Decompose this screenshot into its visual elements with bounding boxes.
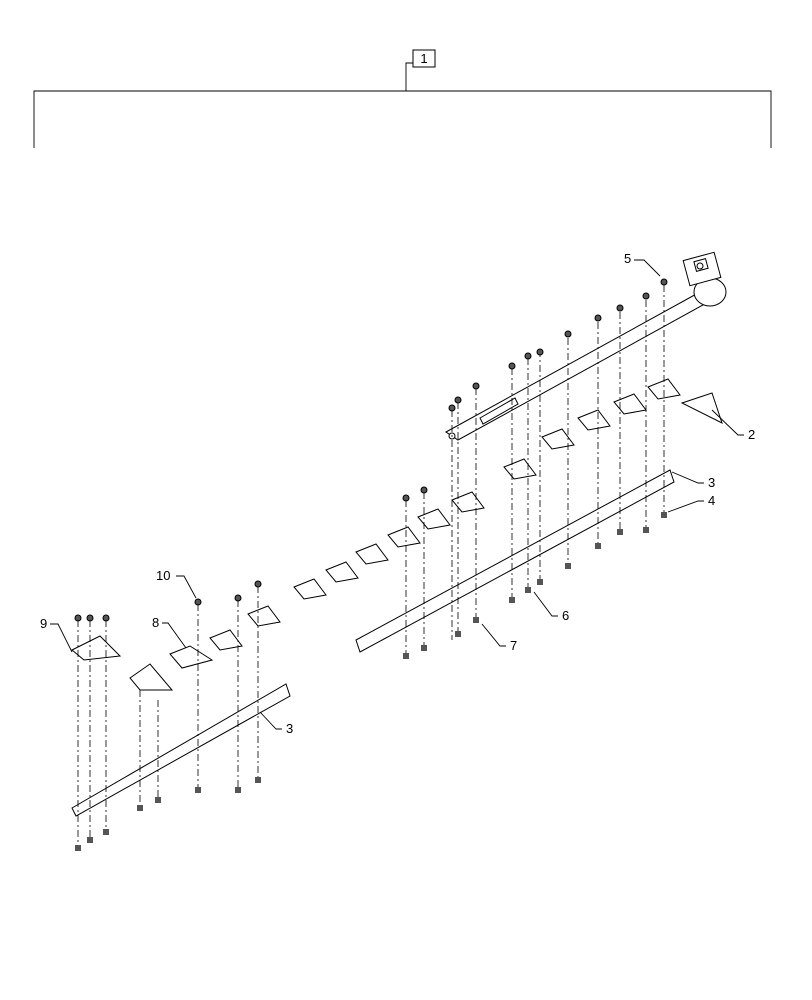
fasteners bbox=[74, 278, 668, 851]
guard-bar-right bbox=[355, 469, 675, 653]
callout-4: 4 bbox=[708, 493, 715, 508]
alignment-lines bbox=[77, 285, 665, 848]
callout-8: 8 bbox=[152, 615, 159, 630]
callout-5: 5 bbox=[624, 251, 631, 266]
callout-7: 7 bbox=[510, 638, 517, 653]
callout-3-lower: 3 bbox=[286, 721, 293, 736]
callouts: 5 2 3 4 6 7 10 8 9 3 bbox=[40, 251, 755, 736]
callout-6: 6 bbox=[562, 608, 569, 623]
callout-10: 10 bbox=[156, 568, 170, 583]
knife-section-teeth bbox=[71, 378, 723, 691]
assembly-label: 1 bbox=[420, 51, 427, 66]
knife-head bbox=[682, 251, 727, 307]
callout-9: 9 bbox=[40, 616, 47, 631]
callout-2: 2 bbox=[748, 427, 755, 442]
assembly-bracket: 1 bbox=[33, 49, 772, 148]
callout-3-upper: 3 bbox=[708, 475, 715, 490]
guard-bar-left bbox=[71, 683, 291, 817]
